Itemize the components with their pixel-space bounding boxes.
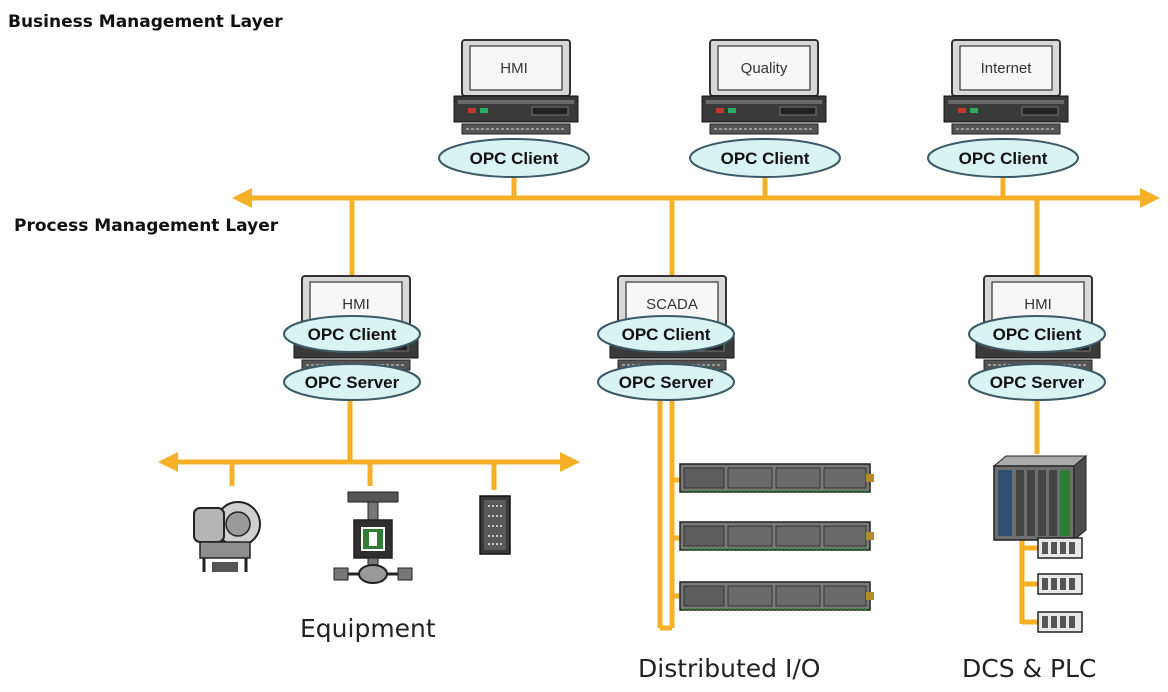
business-node-hmi: HMI xyxy=(453,39,579,135)
process-node-hmi-left: HMI xyxy=(293,275,419,371)
process-opc-server-2: OPC Server xyxy=(597,363,735,401)
process-opc-client-3: OPC Client xyxy=(968,315,1106,353)
computer-workstation-icon xyxy=(701,39,827,135)
business-layer-label: Business Management Layer xyxy=(8,12,283,32)
svg-text:OPC Server: OPC Server xyxy=(305,373,400,392)
dcs-rack-icon xyxy=(992,454,1088,542)
svg-text:OPC Client: OPC Client xyxy=(721,149,810,168)
svg-text:OPC Client: OPC Client xyxy=(308,325,397,344)
svg-text:OPC Client: OPC Client xyxy=(959,149,1048,168)
process-layer-label: Process Management Layer xyxy=(14,216,279,236)
dcs-plc-caption: DCS & PLC xyxy=(962,654,1097,683)
svg-text:OPC Server: OPC Server xyxy=(990,373,1085,392)
main-network-bus xyxy=(232,176,1160,284)
distributed-io-rail-icon xyxy=(679,463,875,493)
process-opc-client-1: OPC Client xyxy=(283,315,421,353)
field-bus xyxy=(158,398,580,490)
screen-label: HMI xyxy=(500,60,528,77)
process-opc-client-2: OPC Client xyxy=(597,315,735,353)
distributed-io-rail-icon xyxy=(679,581,875,611)
pressure-transmitter-icon xyxy=(193,501,261,572)
io-module-icon xyxy=(479,495,511,555)
screen-label: Internet xyxy=(981,60,1033,77)
dcs-plc-wiring xyxy=(1019,398,1040,625)
svg-text:OPC Client: OPC Client xyxy=(993,325,1082,344)
svg-text:OPC Client: OPC Client xyxy=(622,325,711,344)
distributed-io-rail-icon xyxy=(679,521,875,551)
business-opc-client-3: OPC Client xyxy=(927,138,1079,178)
screen-label: HMI xyxy=(1024,296,1052,313)
business-opc-client-1: OPC Client xyxy=(438,138,590,178)
plc-module-icon xyxy=(1037,611,1083,633)
computer-workstation-icon xyxy=(453,39,579,135)
process-node-scada: SCADA xyxy=(609,275,735,371)
computer-workstation-icon xyxy=(943,39,1069,135)
distributed-io-caption: Distributed I/O xyxy=(638,654,821,683)
process-opc-server-1: OPC Server xyxy=(283,363,421,401)
process-node-hmi-right: HMI xyxy=(975,275,1101,371)
business-node-internet: Internet xyxy=(943,39,1069,135)
svg-text:OPC Client: OPC Client xyxy=(470,149,559,168)
business-opc-client-2: OPC Client xyxy=(689,138,841,178)
plc-module-icon xyxy=(1037,537,1083,559)
equipment-caption: Equipment xyxy=(300,614,436,643)
screen-label: SCADA xyxy=(646,296,698,313)
svg-text:OPC Server: OPC Server xyxy=(619,373,714,392)
plc-module-icon xyxy=(1037,573,1083,595)
screen-label: Quality xyxy=(741,60,788,77)
control-valve-icon xyxy=(333,491,413,584)
process-opc-server-3: OPC Server xyxy=(968,363,1106,401)
business-node-quality: Quality xyxy=(701,39,827,135)
screen-label: HMI xyxy=(342,296,370,313)
